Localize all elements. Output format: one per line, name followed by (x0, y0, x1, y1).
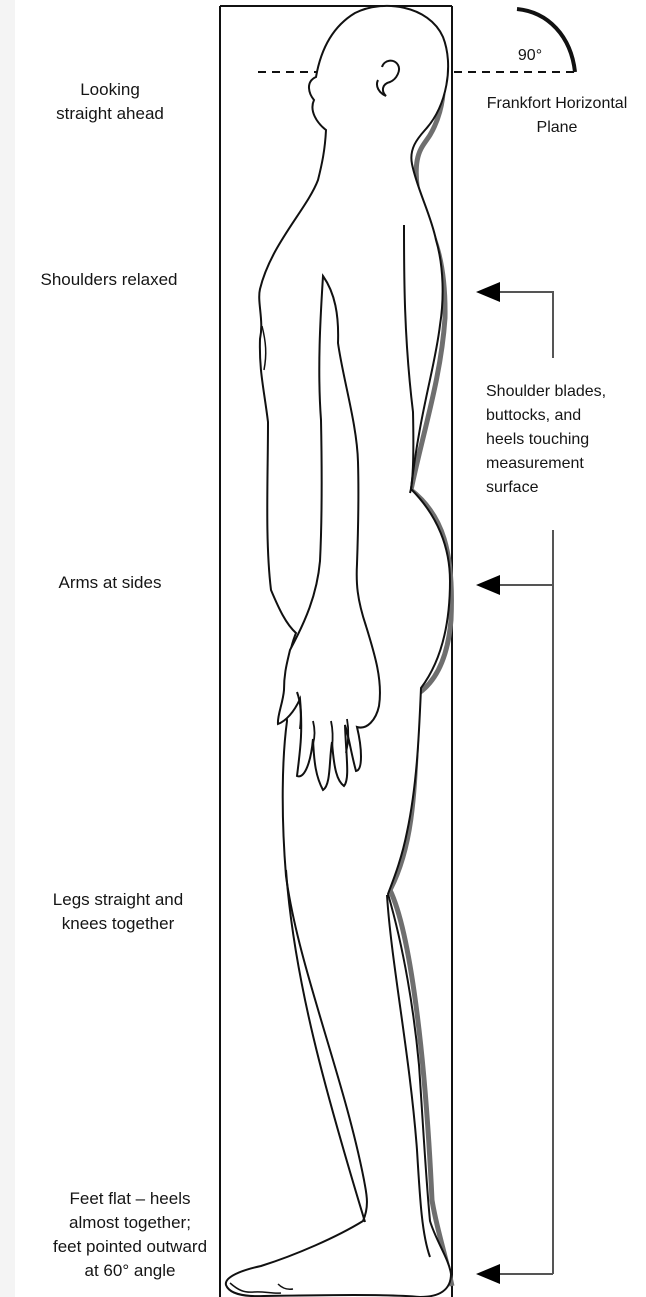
ninety-degree-label: 90° (510, 44, 550, 68)
frankfort-horizontal-plane-label: Frankfort Horizontal Plane (468, 92, 646, 140)
arms-at-sides-label: Arms at sides (10, 571, 210, 595)
shoulders-relaxed-label: Shoulders relaxed (9, 268, 209, 292)
legs-straight-label: Legs straight and knees together (18, 888, 218, 936)
looking-straight-ahead-label: Looking straight ahead (10, 78, 210, 126)
measurement-surface-label: Shoulder blades, buttocks, and heels tou… (486, 380, 641, 500)
left-page-edge (0, 0, 15, 1297)
feet-flat-label: Feet flat – heels almost together; feet … (30, 1187, 230, 1283)
